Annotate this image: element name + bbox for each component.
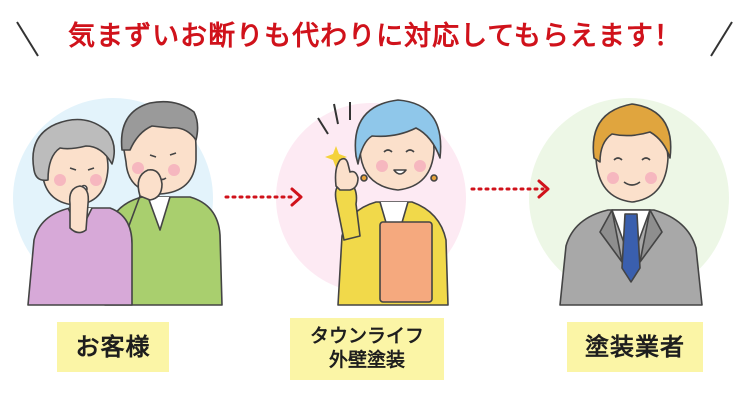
headline-banner: 気まずいお断りも代わりに対応してもらえます！	[0, 0, 750, 64]
elderly-couple-illustration	[27, 100, 223, 306]
consultant-illustration	[317, 99, 449, 306]
arrow-customer-to-middle-icon	[224, 187, 303, 207]
contractor-label: 塗装業者	[567, 322, 703, 372]
headline-slash-decoration	[16, 21, 733, 57]
middle-label: タウンライフ 外壁塗装	[290, 318, 444, 380]
customer-label: お客様	[57, 322, 169, 372]
middle-label-line1: タウンライフ	[309, 325, 424, 347]
middle-label-line2: 外壁塗装	[328, 349, 405, 371]
arrow-middle-to-contractor-icon	[470, 179, 550, 199]
contractor-illustration	[559, 103, 703, 306]
headline-text: 気まずいお断りも代わりに対応してもらえます！	[68, 21, 682, 52]
customer-label-text: お客様	[75, 333, 151, 361]
contractor-label-text: 塗装業者	[585, 333, 685, 361]
